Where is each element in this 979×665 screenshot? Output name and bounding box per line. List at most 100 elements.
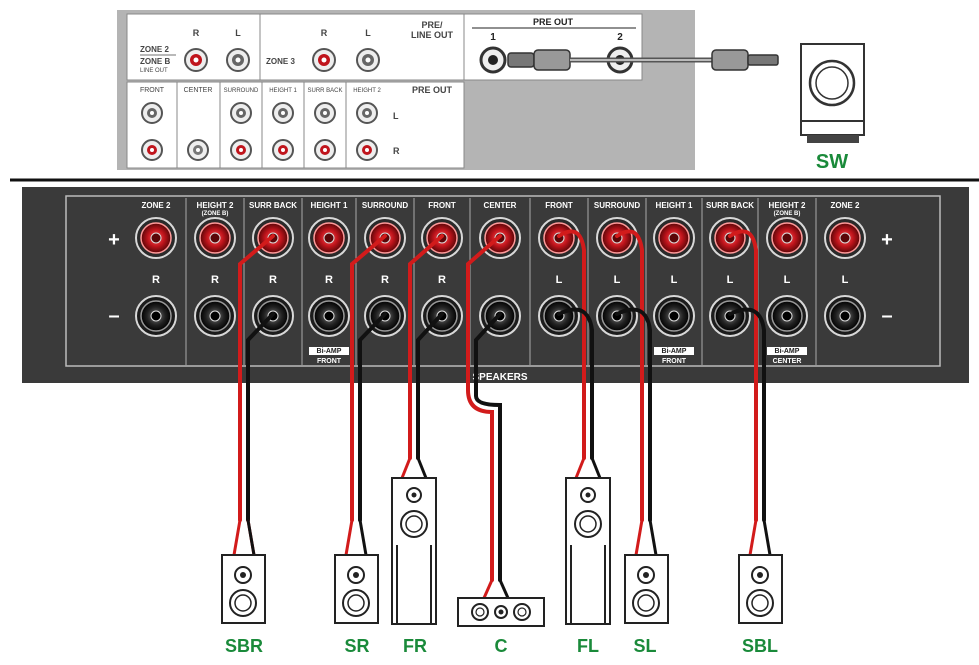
biamp-front-label-2: Bi-AMP FRONT: [654, 347, 694, 365]
zone2-r-jack: [184, 48, 208, 72]
zone3-r-jack: [312, 48, 336, 72]
term-col-height1-r: HEIGHT 1: [311, 201, 348, 210]
speaker-wires: [238, 229, 766, 582]
wire-sbr-minus: [246, 312, 275, 522]
speaker-panel-bg: [22, 187, 969, 383]
pre-out-front-l-jack: [141, 102, 163, 124]
biamp-center-label: Bi-AMP CENTER: [767, 347, 807, 365]
speaker-sbr: SBR: [221, 519, 266, 656]
wire-c-minus: [474, 312, 502, 582]
ch-letter-12: L: [842, 274, 849, 286]
wire-fl-plus: [557, 229, 586, 460]
term-col-surrback-r: SURR BACK: [249, 201, 297, 210]
svg-text:Bi-AMP: Bi-AMP: [317, 348, 342, 355]
speaker-sbr-label: SBR: [225, 636, 263, 656]
zone3-r-label: R: [321, 28, 328, 38]
zone2-label: ZONE 2: [140, 45, 169, 54]
svg-text:CENTER: CENTER: [773, 358, 802, 365]
term-col-surrback-l: SURR BACK: [706, 201, 754, 210]
biamp-front-label-1: Bi-AMP FRONT: [309, 347, 349, 365]
wire-sbl-plus: [728, 229, 758, 522]
pre-out-height1-l-jack: [272, 102, 294, 124]
plus-label-right: +: [881, 229, 893, 251]
pre-out-height2-r-jack: [356, 139, 378, 161]
speakers-label: SPEAKERS: [472, 372, 527, 383]
speaker-sr: SR: [334, 519, 379, 656]
pre-out-rca-box: [126, 81, 465, 169]
ch-letter-9: L: [671, 274, 678, 286]
term-zoneb-right: (ZONE B): [774, 211, 801, 217]
terminal-plus-height-1-3[interactable]: [308, 217, 350, 259]
terminal-plus-height-2-1[interactable]: [194, 217, 236, 259]
ch-letter-8: L: [614, 274, 621, 286]
terminal-plus-height-1-9[interactable]: [653, 217, 695, 259]
terminal-plus-zone-2-0[interactable]: [135, 217, 177, 259]
zone-rca-box: [126, 13, 465, 81]
ch-letter-11: L: [784, 274, 791, 286]
speaker-fr-label: FR: [403, 636, 427, 656]
term-col-zone2-l: ZONE 2: [831, 201, 860, 210]
pre-out-surround-l-jack: [230, 102, 252, 124]
speaker-sbl: SBL: [738, 519, 783, 656]
term-col-height2-r: HEIGHT 2: [197, 201, 234, 210]
terminal-minus-height-2-1[interactable]: [194, 295, 236, 337]
pre-out-surrback-l-jack: [314, 102, 336, 124]
terminal-minus-zone-2-12[interactable]: [824, 295, 866, 337]
sub-pre-out-title: PRE OUT: [533, 17, 574, 27]
ch-letter-2: R: [269, 274, 277, 286]
ch-letter-1: R: [211, 274, 219, 286]
sub-jack1-label: 1: [490, 32, 496, 43]
speaker-fr: FR: [391, 457, 437, 656]
terminal-plus-surr-back-10[interactable]: [709, 217, 751, 259]
svg-text:FRONT: FRONT: [662, 358, 687, 365]
minus-label-left: –: [108, 305, 119, 327]
subwoofer-label: SW: [816, 151, 848, 173]
speaker-fl-label: FL: [577, 636, 599, 656]
subwoofer-cable: [507, 49, 779, 71]
terminal-minus-height-2-11[interactable]: [766, 295, 808, 337]
zone2-r-label: R: [193, 28, 200, 38]
ch-letter-10: L: [727, 274, 734, 286]
svg-text:Bi-AMP: Bi-AMP: [662, 348, 687, 355]
pre-out-surrback-r-jack: [314, 139, 336, 161]
speaker-terminal-panel: ZONE 2 HEIGHT 2 SURR BACK HEIGHT 1 SURRO…: [22, 187, 969, 383]
terminal-plus-height-2-11[interactable]: [766, 217, 808, 259]
speaker-sr-label: SR: [344, 636, 369, 656]
term-col-front-r: FRONT: [428, 201, 456, 210]
sub-pre-out-jack-1: [479, 46, 507, 74]
pre-out-l-label: L: [393, 111, 399, 121]
lineout-label: LINE OUT: [140, 68, 168, 74]
terminal-minus-height-1-3[interactable]: [308, 295, 350, 337]
rca-panel: ZONE 2 ZONE B LINE OUT ZONE 3 R L R L PR…: [117, 10, 695, 170]
term-col-surround-r: SURROUND: [362, 201, 408, 210]
ch-letter-5: R: [438, 274, 446, 286]
wire-sl-plus: [615, 229, 644, 522]
minus-label-right: –: [881, 305, 892, 327]
col-height2-label: HEIGHT 2: [353, 88, 381, 94]
terminal-minus-surround-8[interactable]: [596, 295, 638, 337]
wire-c-plus: [466, 234, 502, 582]
terminal-plus-zone-2-12[interactable]: [824, 217, 866, 259]
zone3-l-label: L: [365, 28, 371, 38]
col-center-label: CENTER: [184, 87, 213, 94]
sub-jack2-label: 2: [617, 32, 623, 43]
wire-sbl-minus: [728, 307, 766, 522]
term-zoneb-left: (ZONE B): [202, 211, 229, 217]
terminal-minus-height-1-9[interactable]: [653, 295, 695, 337]
wire-sr-minus: [358, 312, 387, 522]
terminal-minus-zone-2-0[interactable]: [135, 295, 177, 337]
terminal-plus-surround-8[interactable]: [596, 217, 638, 259]
col-surrback-label: SURR BACK: [307, 88, 342, 94]
subwoofer: SW: [800, 43, 865, 173]
pre-out-r-label: R: [393, 146, 400, 156]
ch-letter-4: R: [381, 274, 389, 286]
wire-sl-minus: [615, 307, 652, 522]
zone3-label: ZONE 3: [266, 57, 295, 66]
zone3-l-jack: [356, 48, 380, 72]
speaker-c-label: C: [495, 636, 508, 656]
svg-text:Bi-AMP: Bi-AMP: [775, 348, 800, 355]
svg-text:FRONT: FRONT: [317, 358, 342, 365]
speaker-sl: SL: [624, 519, 669, 656]
pre-out-front-r-jack: [141, 139, 163, 161]
